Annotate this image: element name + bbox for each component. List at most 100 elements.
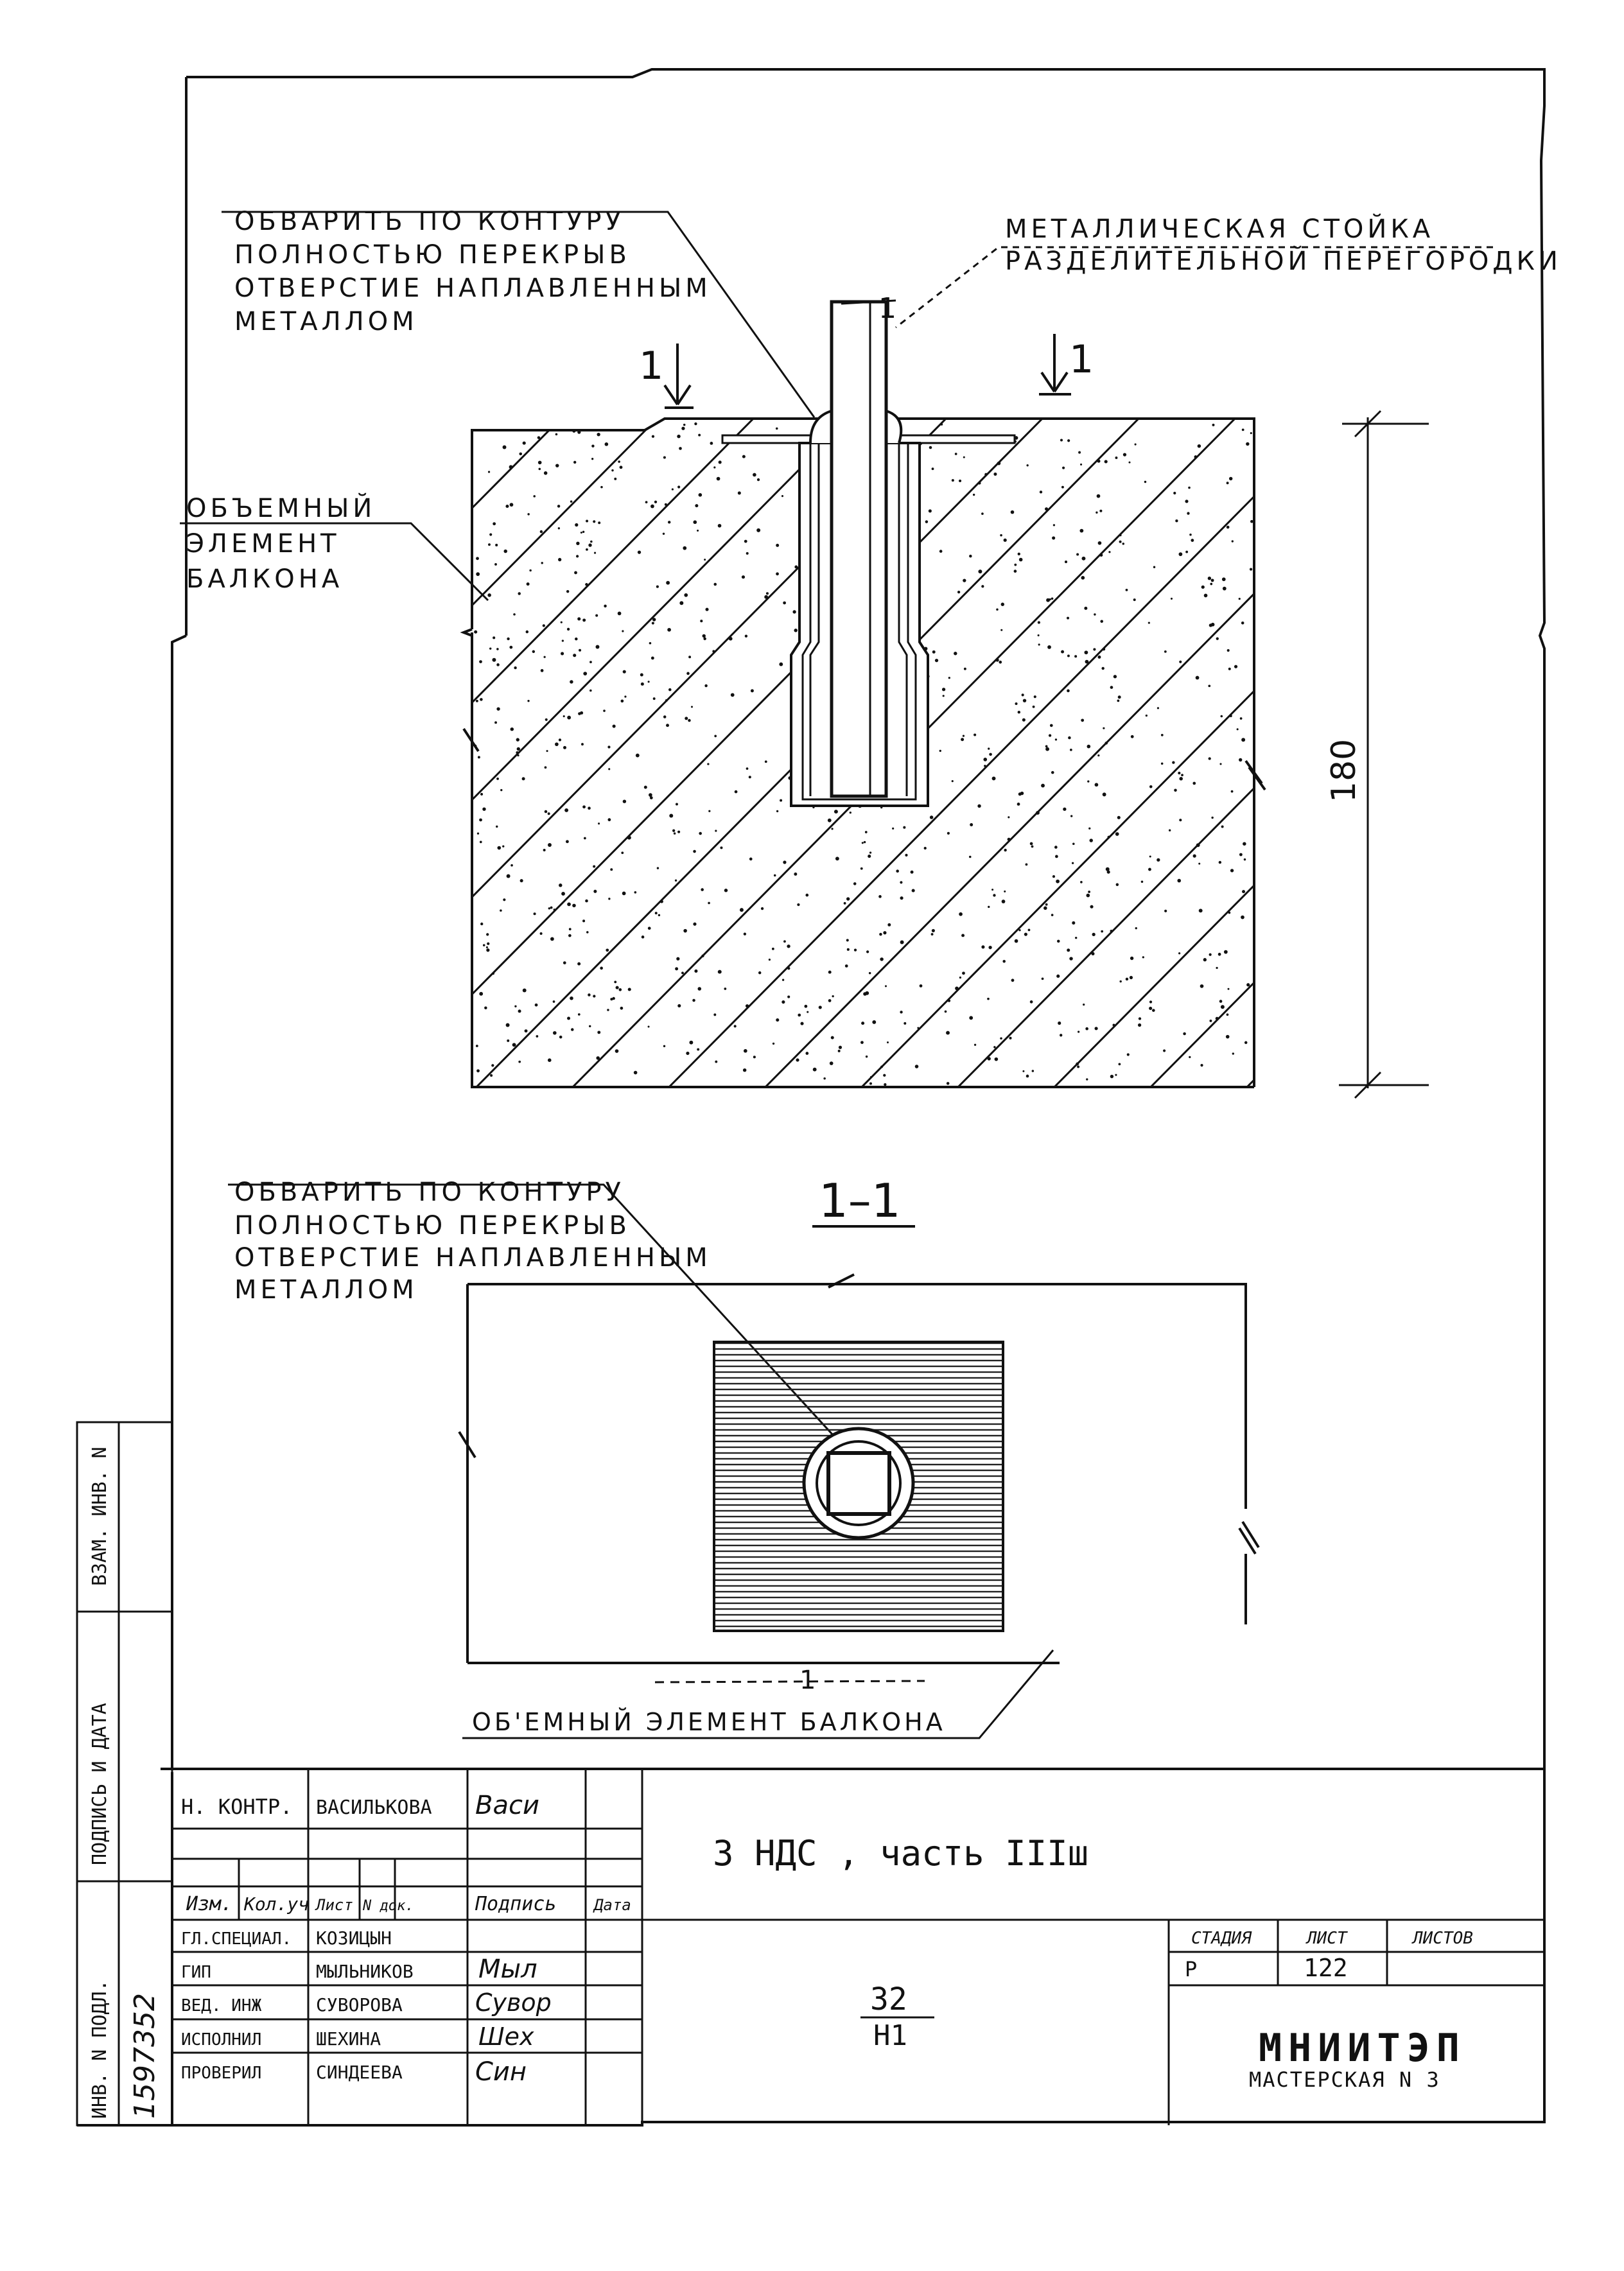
concrete-speck — [974, 1043, 977, 1046]
concrete-speck — [1031, 845, 1034, 848]
concrete-speck — [654, 500, 658, 503]
concrete-speck — [603, 709, 606, 712]
concrete-speck — [984, 765, 986, 767]
concrete-speck — [787, 995, 790, 998]
concrete-speck — [865, 991, 869, 995]
concrete-speck — [514, 1005, 517, 1007]
row-sign-4: Син — [475, 2057, 527, 2087]
concrete-speck — [1039, 491, 1043, 494]
concrete-speck — [641, 935, 645, 939]
concrete-speck — [928, 509, 932, 513]
concrete-speck — [1029, 842, 1033, 846]
concrete-speck — [563, 961, 566, 964]
concrete-speck — [970, 823, 974, 827]
concrete-speck — [561, 652, 564, 656]
concrete-speck — [878, 895, 882, 898]
concrete-speck — [753, 473, 756, 477]
concrete-speck — [1133, 598, 1136, 602]
concrete-speck — [618, 988, 622, 991]
concrete-speck — [708, 810, 711, 812]
concrete-speck — [792, 610, 796, 614]
title-block — [172, 1769, 1544, 2125]
concrete-speck — [580, 711, 584, 715]
concrete-speck — [764, 595, 769, 599]
concrete-speck — [647, 927, 651, 930]
concrete-speck — [1037, 634, 1040, 637]
row-sign-2: Сувор — [475, 1988, 552, 2017]
concrete-speck — [512, 1043, 516, 1047]
side-label-podpis: ПОДПИСЬ И ДАТА — [89, 1703, 111, 1865]
concrete-speck — [1100, 620, 1103, 623]
concrete-speck — [1045, 747, 1049, 751]
concrete-speck — [1177, 878, 1182, 883]
concrete-speck — [704, 559, 706, 561]
concrete-speck — [1187, 512, 1190, 515]
concrete-speck — [775, 427, 778, 430]
concrete-speck — [783, 601, 787, 605]
concrete-speck — [533, 912, 536, 916]
concrete-speck — [940, 423, 943, 426]
concrete-speck — [1198, 909, 1203, 913]
concrete-speck — [978, 570, 982, 574]
concrete-speck — [656, 867, 659, 869]
callout-volume-line-2: ЭЛЕМЕНТ — [186, 529, 340, 559]
concrete-speck — [984, 473, 988, 476]
concrete-speck — [614, 477, 617, 480]
concrete-speck — [1249, 568, 1253, 571]
concrete-speck — [591, 444, 595, 448]
concrete-speck — [911, 889, 915, 892]
concrete-speck — [683, 546, 687, 550]
concrete-speck — [677, 830, 681, 833]
concrete-speck — [509, 645, 513, 649]
concrete-speck — [1062, 466, 1065, 469]
concrete-speck — [744, 634, 748, 638]
concrete-speck — [828, 999, 832, 1002]
concrete-speck — [772, 1042, 775, 1045]
concrete-speck — [1128, 461, 1131, 464]
concrete-speck — [1067, 654, 1070, 657]
concrete-speck — [715, 1060, 718, 1063]
concrete-speck — [1054, 738, 1058, 741]
concrete-speck — [1244, 1041, 1248, 1045]
concrete-speck — [683, 928, 687, 933]
concrete-speck — [477, 756, 480, 759]
concrete-speck — [946, 1031, 950, 1035]
concrete-speck — [533, 495, 536, 498]
concrete-speck — [585, 899, 588, 903]
concrete-speck — [666, 580, 670, 585]
concrete-speck — [1160, 762, 1164, 765]
concrete-speck — [978, 482, 981, 485]
concrete-speck — [860, 1041, 864, 1044]
callout-top-left-line-3: ОТВЕРСТИЕ НАПЛАВЛЕННЫМ — [234, 274, 712, 303]
concrete-speck — [730, 693, 735, 697]
concrete-speck — [800, 1022, 804, 1025]
concrete-speck — [818, 1005, 822, 1009]
code-top: 32 — [870, 1981, 907, 2017]
concrete-speck — [1018, 792, 1022, 796]
concrete-speck — [997, 461, 1001, 466]
hatch-line — [760, 419, 1254, 1087]
concrete-speck — [550, 937, 554, 941]
concrete-speck — [563, 715, 565, 718]
concrete-speck — [482, 944, 485, 946]
concrete-speck — [571, 1028, 574, 1031]
concrete-speck — [713, 1013, 717, 1016]
concrete-speck — [693, 520, 697, 525]
concrete-speck — [1087, 744, 1091, 749]
concrete-speck — [1183, 1032, 1186, 1036]
concrete-speck — [869, 1082, 872, 1085]
concrete-speck — [1061, 485, 1064, 489]
concrete-speck — [563, 745, 566, 749]
concrete-speck — [635, 753, 640, 758]
concrete-speck — [651, 622, 654, 625]
concrete-speck — [1178, 952, 1181, 955]
concrete-speck — [474, 630, 478, 634]
hatch-line — [1145, 419, 1254, 1087]
concrete-speck — [1107, 835, 1110, 839]
concrete-speck — [606, 948, 609, 952]
concrete-speck — [496, 825, 498, 828]
concrete-speck — [1072, 842, 1075, 846]
concrete-speck — [694, 422, 697, 426]
concrete-speck — [1225, 1034, 1230, 1039]
concrete-speck — [834, 810, 838, 814]
